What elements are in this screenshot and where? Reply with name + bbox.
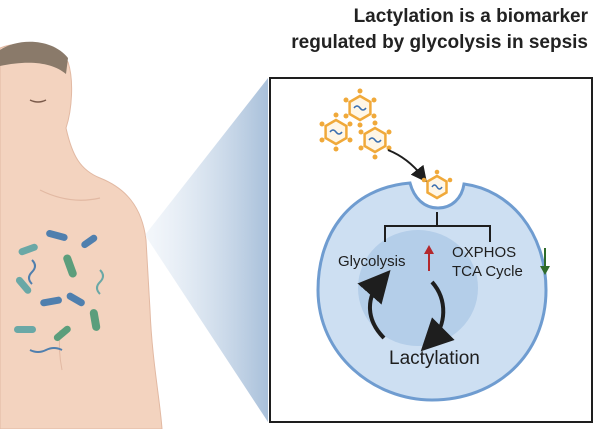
virus-icon <box>343 88 377 128</box>
zoom-projection <box>145 78 268 422</box>
tca-cycle-label: TCA Cycle <box>452 263 523 280</box>
glycolysis-to-lactylation-arrow <box>420 280 455 352</box>
entry-arrow <box>387 149 427 183</box>
virus-icon <box>358 120 392 160</box>
nucleus <box>358 230 478 346</box>
bacteria-cluster <box>14 230 104 353</box>
glycolysis-label: Glycolysis <box>338 253 406 270</box>
down-arrow-icon <box>540 248 550 275</box>
lactylation-to-glycolysis-arrow <box>357 269 391 340</box>
human-torso <box>0 41 163 429</box>
lactylation-label: Lactylation <box>389 348 480 369</box>
oxphos-label: OXPHOS <box>452 244 516 261</box>
figure-title: Lactylation is a biomarker regulated by … <box>168 4 588 56</box>
title-line-1: Lactylation is a biomarker <box>353 6 588 27</box>
virus-icon <box>421 169 453 200</box>
pathway-bracket <box>384 212 491 242</box>
title-line-2: regulated by glycolysis in sepsis <box>291 32 588 53</box>
up-arrow-icon <box>424 245 434 271</box>
virus-icon <box>319 112 353 152</box>
